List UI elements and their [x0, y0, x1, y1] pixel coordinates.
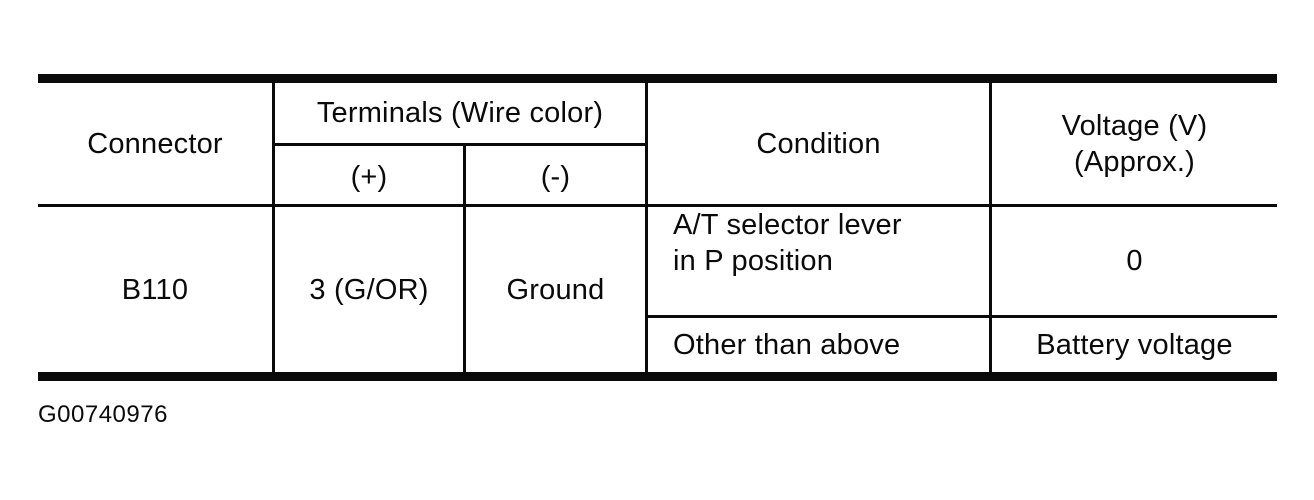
cell-condition-row1: A/T selector lever in P position: [648, 207, 989, 315]
header-terminal-plus-label: (+): [350, 160, 388, 193]
header-terminals-label: Terminals (Wire color): [316, 97, 604, 129]
terminal-minus-value: Ground: [506, 273, 605, 306]
connector-value: B110: [121, 273, 189, 306]
condition-row2-value: Other than above: [673, 329, 901, 361]
header-terminal-minus-label: (-): [540, 160, 571, 193]
table-bottom-border: [38, 372, 1277, 381]
cell-connector-value: B110: [38, 207, 272, 372]
header-condition: Condition: [648, 83, 989, 204]
condition-row1-line1: A/T selector lever: [673, 209, 902, 241]
terminal-plus-value: 3 (G/OR): [309, 273, 429, 306]
voltage-row1-value: 0: [1126, 245, 1143, 277]
header-voltage: Voltage (V) (Approx.): [992, 83, 1277, 204]
cell-voltage-row1: 0: [992, 207, 1277, 315]
terminals-subheader-rule: [272, 143, 648, 146]
header-body-separator: [38, 204, 1277, 207]
cell-terminal-minus-value: Ground: [466, 207, 645, 372]
divider-plus-minus: [463, 146, 466, 372]
header-connector: Connector: [38, 83, 272, 204]
table-top-border: [38, 74, 1277, 83]
header-terminals-group: Terminals (Wire color): [275, 83, 645, 143]
cell-voltage-row2: Battery voltage: [992, 318, 1277, 372]
cell-terminal-plus-value: 3 (G/OR): [275, 207, 463, 372]
header-condition-label: Condition: [756, 127, 881, 160]
header-voltage-line2: (Approx.): [1073, 145, 1196, 178]
header-voltage-line1: Voltage (V): [1061, 109, 1208, 142]
divider-condition-voltage: [989, 83, 992, 372]
condition-row1-line2: in P position: [673, 245, 834, 277]
header-connector-label: Connector: [87, 127, 223, 160]
divider-terminals-condition: [645, 83, 648, 372]
header-terminal-plus: (+): [275, 149, 463, 204]
voltage-row2-value: Battery voltage: [1036, 329, 1233, 361]
condition-row-separator: [645, 315, 1277, 318]
header-terminal-minus: (-): [466, 149, 645, 204]
divider-connector-terminals: [272, 83, 275, 372]
figure-id-label: G00740976: [38, 401, 168, 428]
cell-condition-row2: Other than above: [648, 318, 989, 372]
